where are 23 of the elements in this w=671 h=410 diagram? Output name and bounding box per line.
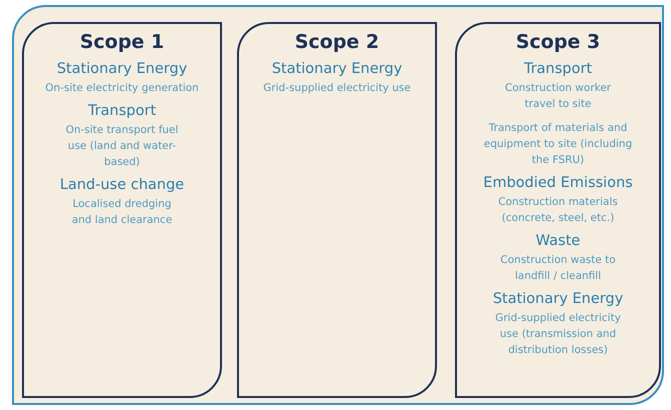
section-heading: Land-use change [58,176,186,194]
section-text: Grid-supplied electricity use (transmission and distribution losses) [494,311,622,358]
section-text: On-site transport fuel use (land and water-based) [64,123,180,170]
section-text: On-site electricity generation [44,81,200,96]
panel-title: Scope 3 [514,30,602,54]
section-text: Construction waste to landfill / cleanfill [499,253,617,284]
section-text: Construction materials (concrete, steel, etc.) [497,195,619,226]
section-heading: Stationary Energy [270,60,404,78]
section-heading: Transport [86,102,158,120]
section-heading: Transport [522,60,594,78]
section-heading: Stationary Energy [56,60,188,78]
panel-title: Scope 1 [78,30,166,54]
panel-title: Scope 2 [294,30,380,54]
scope-panel [455,22,661,398]
section-heading: Waste [534,232,582,250]
section-heading: Embodied Emissions [482,174,634,192]
scope-panel [237,22,437,398]
section-text: Localised dredging and land clearance [70,197,174,228]
section-text: Grid-supplied electricity use [262,81,412,96]
section-text: Construction worker travel to site [504,81,612,112]
section-heading: Stationary Energy [492,290,624,308]
scope-panel [22,22,222,398]
section-text: Transport of materials and equipment to site (including the FSRU) [483,121,633,168]
